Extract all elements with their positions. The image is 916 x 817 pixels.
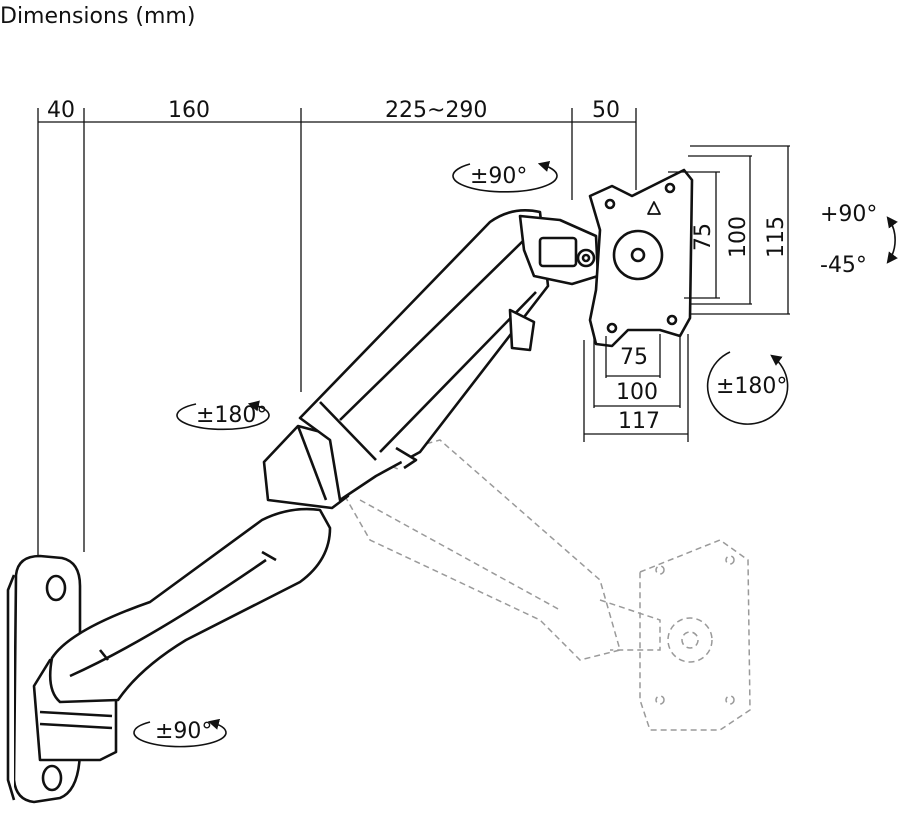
lower-arm <box>48 507 332 704</box>
wall-swivel-label: ±90° <box>155 719 213 744</box>
tilt-up-label: +90° <box>820 202 878 227</box>
wall-swivel-arrow <box>133 718 227 748</box>
dim-225-290: 225~290 <box>385 98 488 123</box>
vesa-dimension-lines <box>583 145 790 442</box>
dim-50: 50 <box>592 98 620 123</box>
tilt-arrow <box>886 216 898 264</box>
plate-rotation-arrow <box>706 351 789 425</box>
head-joint <box>518 214 600 286</box>
dim-40: 40 <box>47 98 75 123</box>
dim-width-75: 75 <box>620 345 648 370</box>
dim-height-75: 75 <box>691 223 716 251</box>
upper-arm <box>298 209 550 502</box>
dim-width-117: 117 <box>618 409 660 434</box>
dim-height-100: 100 <box>726 216 751 258</box>
rotation-arrows <box>133 161 898 748</box>
tilt-down-label: -45° <box>820 253 867 278</box>
vesa-plate <box>588 168 694 348</box>
elbow-swivel-label: ±180° <box>196 403 268 428</box>
diagram-title: Dimensions (mm) <box>0 4 196 29</box>
top-dimension-lines <box>37 108 637 560</box>
dim-width-100: 100 <box>616 380 658 405</box>
head-swivel-arrow <box>452 161 558 193</box>
dim-160: 160 <box>168 98 210 123</box>
head-swivel-label: ±90° <box>470 164 528 189</box>
elbow-swivel-arrow <box>176 400 270 431</box>
dim-height-115: 115 <box>764 216 789 258</box>
plate-rotation-label: ±180° <box>716 374 788 399</box>
